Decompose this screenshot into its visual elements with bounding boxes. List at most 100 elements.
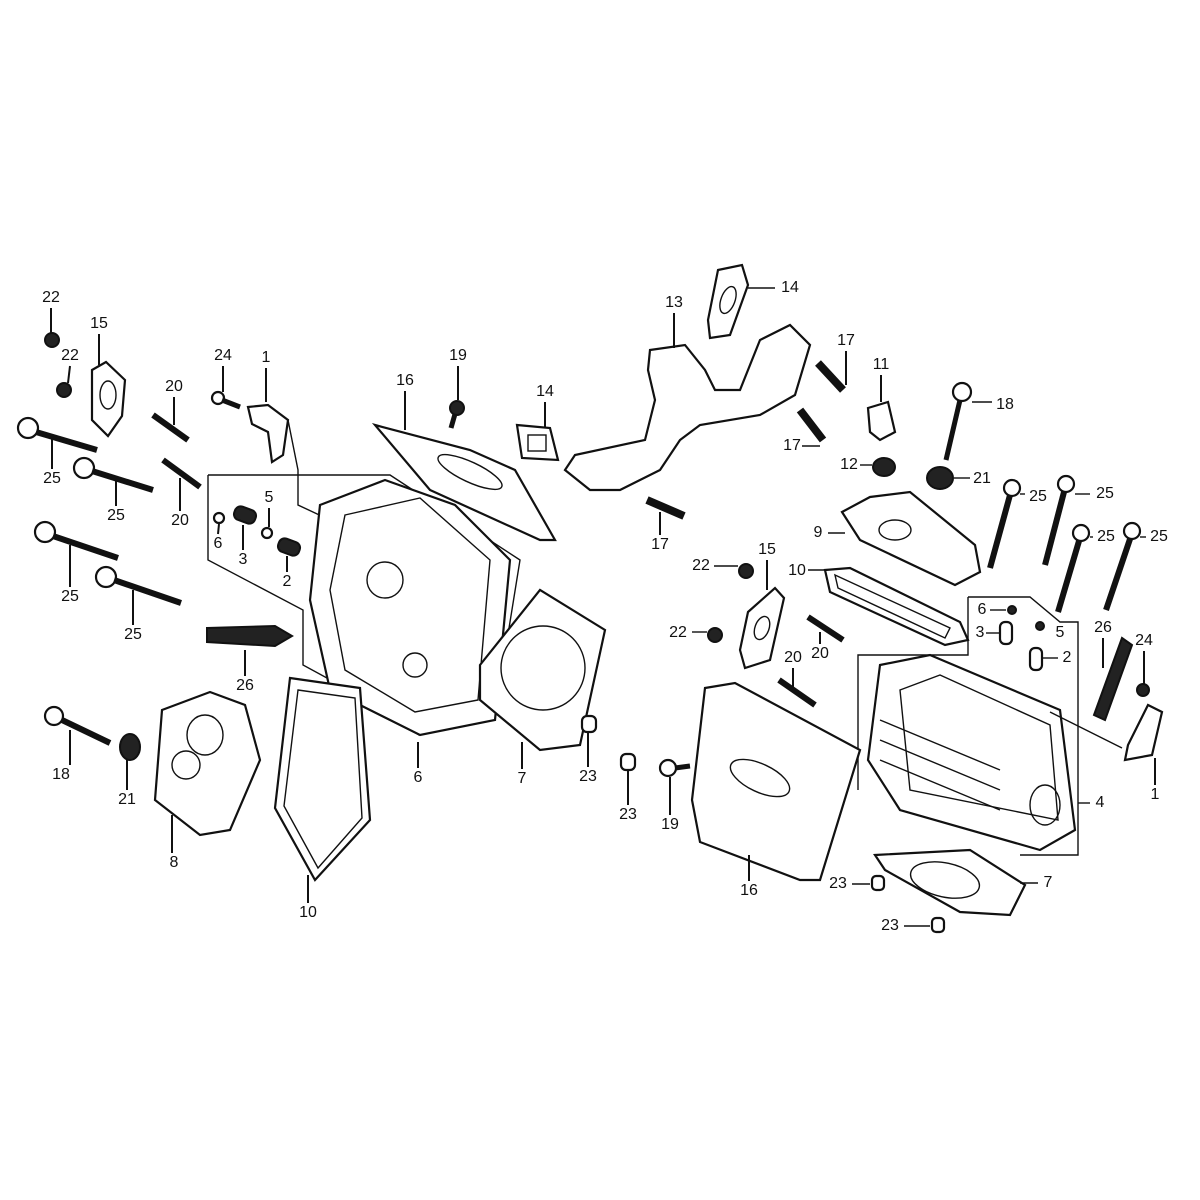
callout-label: 4: [1095, 794, 1105, 811]
callout-label: 25: [124, 626, 142, 643]
callout-label: 8: [169, 854, 179, 871]
cylinder-head-icon: [308, 478, 512, 737]
insulator-gasket-icon: [90, 360, 127, 438]
left-small-hardware: [16, 308, 294, 676]
callout-label: 11: [872, 356, 890, 373]
bracket-icon: [246, 403, 290, 464]
callout-label: 5: [1055, 624, 1065, 641]
callout-label: 16: [740, 882, 758, 899]
callout-label: 1: [261, 349, 271, 366]
left-cylinder-head-assembly: [207, 419, 521, 768]
callout-label: 17: [651, 536, 669, 553]
stud-icon: [161, 457, 202, 490]
callout-label: 2: [282, 573, 292, 590]
callout-label: 10: [788, 562, 806, 579]
callout-label: 3: [975, 624, 985, 641]
callout-label: 25: [1097, 528, 1115, 545]
callout-label: 18: [52, 766, 70, 783]
bolt-icon: [926, 381, 992, 490]
cylinder-head-icon: [866, 653, 1077, 852]
callout-label: 7: [517, 770, 527, 787]
long-bolt-icon: [33, 520, 119, 587]
callout-label: 26: [1094, 619, 1112, 636]
callout-label: 6: [413, 769, 423, 786]
grommet-icon: [119, 733, 141, 761]
long-bolt-icon: [72, 456, 154, 506]
callout-label: 21: [973, 470, 991, 487]
bolt-icon: [658, 758, 691, 815]
right-cylinder-head-assembly: [857, 596, 1164, 856]
head-cover-icon: [828, 490, 982, 587]
callout-label: 9: [813, 524, 823, 541]
callout-label: 23: [619, 806, 637, 823]
callout-label: 25: [1096, 485, 1114, 502]
shroud-icon: [371, 391, 557, 542]
callout-label: 15: [758, 541, 776, 558]
callout-label: 16: [396, 372, 414, 389]
callout-label: 6: [977, 601, 987, 618]
callout-label: 10: [299, 904, 317, 921]
callout-label: 15: [90, 315, 108, 332]
callout-label: 14: [536, 383, 554, 400]
callout-label: 3: [238, 551, 248, 568]
callout-label: 21: [118, 791, 136, 808]
callout-label: 17: [837, 332, 855, 349]
callout-label: 12: [840, 456, 858, 473]
callout-label: 25: [61, 588, 79, 605]
head-cover-icon: [153, 690, 262, 837]
callout-label: 23: [579, 768, 597, 785]
callout-label: 13: [665, 294, 683, 311]
spark-plug-icon: [1092, 636, 1134, 722]
spark-plug-icon: [206, 624, 294, 676]
long-bolt-icon: [16, 416, 98, 469]
bracket-icon: [1123, 703, 1164, 762]
callout-label: 1: [1150, 786, 1160, 803]
shroud-icon: [690, 681, 862, 882]
callout-label: 25: [1150, 528, 1168, 545]
callout-label: 22: [42, 289, 60, 306]
dowel-pin-icon: [580, 714, 637, 805]
callout-label: 26: [236, 677, 254, 694]
bolt-icon: [43, 705, 65, 727]
callout-label: 25: [107, 507, 125, 524]
callout-label: 19: [449, 347, 467, 364]
callout-label: 19: [661, 816, 679, 833]
callout-label: 22: [669, 624, 687, 641]
left-lower-parts: [43, 676, 372, 903]
long-bolt-icon: [94, 565, 182, 625]
callout-label: 25: [43, 470, 61, 487]
long-bolt-icon: [987, 474, 1146, 613]
head-gasket-icon: [852, 848, 1038, 934]
callout-label: 17: [783, 437, 801, 454]
head-gasket-icon: [478, 588, 607, 769]
callout-label: 24: [1135, 632, 1153, 649]
right-small-hardware: [692, 560, 845, 708]
callout-label: 22: [61, 347, 79, 364]
callout-label: 20: [165, 378, 183, 395]
bolt-icon: [210, 390, 226, 406]
nut-icon: [44, 332, 60, 348]
callout-label: 5: [264, 489, 274, 506]
callout-label: 6: [213, 535, 223, 552]
head-cover-gasket-icon: [273, 676, 372, 882]
bolt-icon: [448, 366, 465, 429]
callout-label: 23: [881, 917, 899, 934]
callout-label: 14: [781, 279, 799, 296]
callout-label: 20: [171, 512, 189, 529]
exhaust-manifold-icon: [563, 263, 812, 492]
nut-icon: [56, 382, 72, 398]
stud-icon: [151, 412, 190, 443]
callout-label: 2: [1062, 649, 1072, 666]
callout-label: 22: [692, 557, 710, 574]
callout-label: 7: [1043, 874, 1053, 891]
callout-label: 23: [829, 875, 847, 892]
callout-label: 24: [214, 347, 232, 364]
callout-label: 20: [811, 645, 829, 662]
callout-label: 18: [996, 396, 1014, 413]
callout-label: 20: [784, 649, 802, 666]
stud-bolt-icon: [645, 351, 847, 535]
oil-filler-cap-icon: [860, 375, 897, 477]
gasket-icon: [515, 402, 560, 462]
